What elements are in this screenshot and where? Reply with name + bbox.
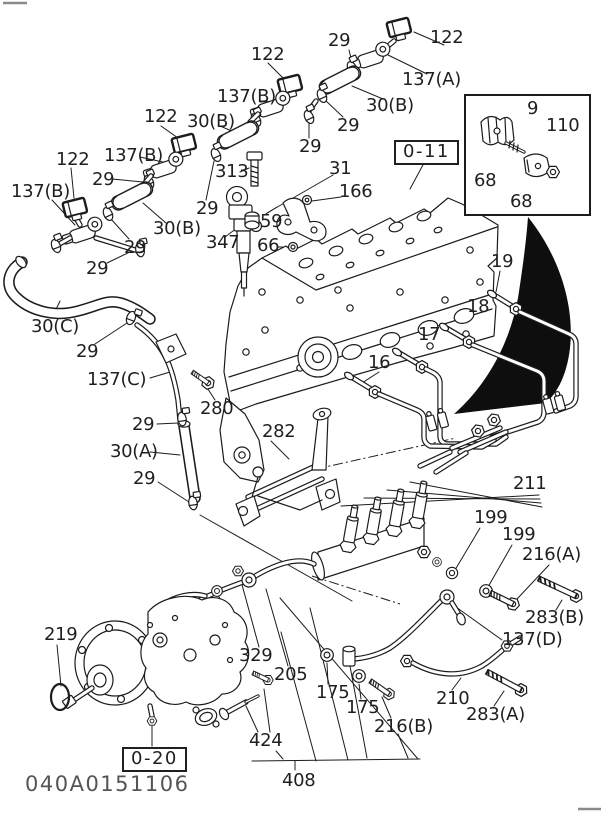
part-label-408-57: 408 (282, 770, 316, 791)
part-label-30c-29: 30(C) (31, 316, 80, 337)
part-label-122-8: 122 (144, 106, 178, 127)
part-label-282-36: 282 (262, 421, 296, 442)
part-label-210-53: 210 (436, 688, 470, 709)
assembly-408-leaders (251, 597, 421, 771)
part-label-29-7: 29 (299, 136, 322, 157)
part-label-29-18: 29 (86, 258, 109, 279)
part-label-137a-2: 137(A) (402, 69, 461, 90)
part-label-29-17: 29 (124, 237, 147, 258)
part-label-122-12: 122 (56, 149, 90, 170)
part-label-17-39: 17 (418, 324, 441, 345)
part-label-137c-31: 137(C) (87, 369, 147, 390)
part-label-110-25: 110 (546, 115, 580, 136)
part-label-424-55: 424 (249, 730, 283, 751)
part-label-29-1: 29 (328, 30, 351, 51)
part-label-122-3: 122 (251, 44, 285, 65)
injector-assembly (225, 151, 327, 297)
clamp-kit-inset (464, 94, 591, 216)
ref-box-020-56: 0-20 (122, 747, 187, 772)
figure-code: 040A0151106 (25, 772, 190, 796)
part-label-166-20: 166 (339, 181, 373, 202)
part-label-29-15: 29 (196, 198, 219, 219)
corner-marks (3, 1, 601, 811)
part-label-280-32: 280 (200, 398, 234, 419)
part-label-175-50: 175 (316, 682, 350, 703)
part-label-199-42: 199 (474, 507, 508, 528)
part-label-283a-54: 283(A) (466, 704, 525, 725)
pointer-arrow (454, 217, 571, 414)
part-label-137b-10: 137(B) (104, 145, 163, 166)
part-label-216a-44: 216(A) (522, 544, 581, 565)
part-label-29-30: 29 (76, 341, 99, 362)
part-label-30b-5: 30(B) (366, 95, 414, 116)
part-label-66-23: 66 (257, 235, 280, 256)
part-label-199-43: 199 (502, 524, 536, 545)
part-label-29-35: 29 (133, 468, 156, 489)
part-label-211-41: 211 (513, 473, 547, 494)
part-label-283b-45: 283(B) (525, 607, 584, 628)
part-label-30b-16: 30(B) (153, 218, 201, 239)
part-label-68-27: 68 (510, 191, 533, 212)
part-label-122-0: 122 (430, 27, 464, 48)
part-label-68-26: 68 (474, 170, 497, 191)
part-label-137d-46: 137(D) (502, 629, 563, 650)
part-label-219-47: 219 (44, 624, 78, 645)
part-label-9-24: 9 (527, 98, 539, 119)
part-label-59-21: 59 (260, 211, 283, 232)
part-label-30b-9: 30(B) (187, 111, 235, 132)
part-label-19-37: 19 (491, 251, 514, 272)
part-label-29-33: 29 (132, 414, 155, 435)
injection-pump-assembly (49, 558, 317, 728)
part-label-137b-14: 137(B) (11, 181, 70, 202)
part-label-205-49: 205 (274, 664, 308, 685)
part-label-329-48: 329 (239, 645, 273, 666)
part-label-313-11: 313 (215, 161, 249, 182)
part-label-137b-4: 137(B) (217, 86, 276, 107)
part-label-347-22: 347 (206, 232, 240, 253)
part-label-16-40: 16 (368, 352, 391, 373)
breather-hose-assembly (3, 255, 218, 511)
bracket-282 (235, 407, 341, 527)
part-label-31-19: 31 (329, 158, 352, 179)
fuel-feed-pipes (320, 589, 530, 703)
part-label-216b-52: 216(B) (374, 716, 433, 737)
fuel-rail-assembly (311, 479, 585, 612)
ref-box-011-28: 0-11 (394, 140, 459, 165)
part-label-175-51: 175 (346, 697, 380, 718)
part-label-30a-34: 30(A) (110, 441, 158, 462)
part-label-29-6: 29 (337, 115, 360, 136)
leak-off-hose-chain (47, 16, 414, 259)
injection-pipes (343, 289, 579, 475)
part-label-29-13: 29 (92, 169, 115, 190)
part-label-18-38: 18 (467, 296, 490, 317)
